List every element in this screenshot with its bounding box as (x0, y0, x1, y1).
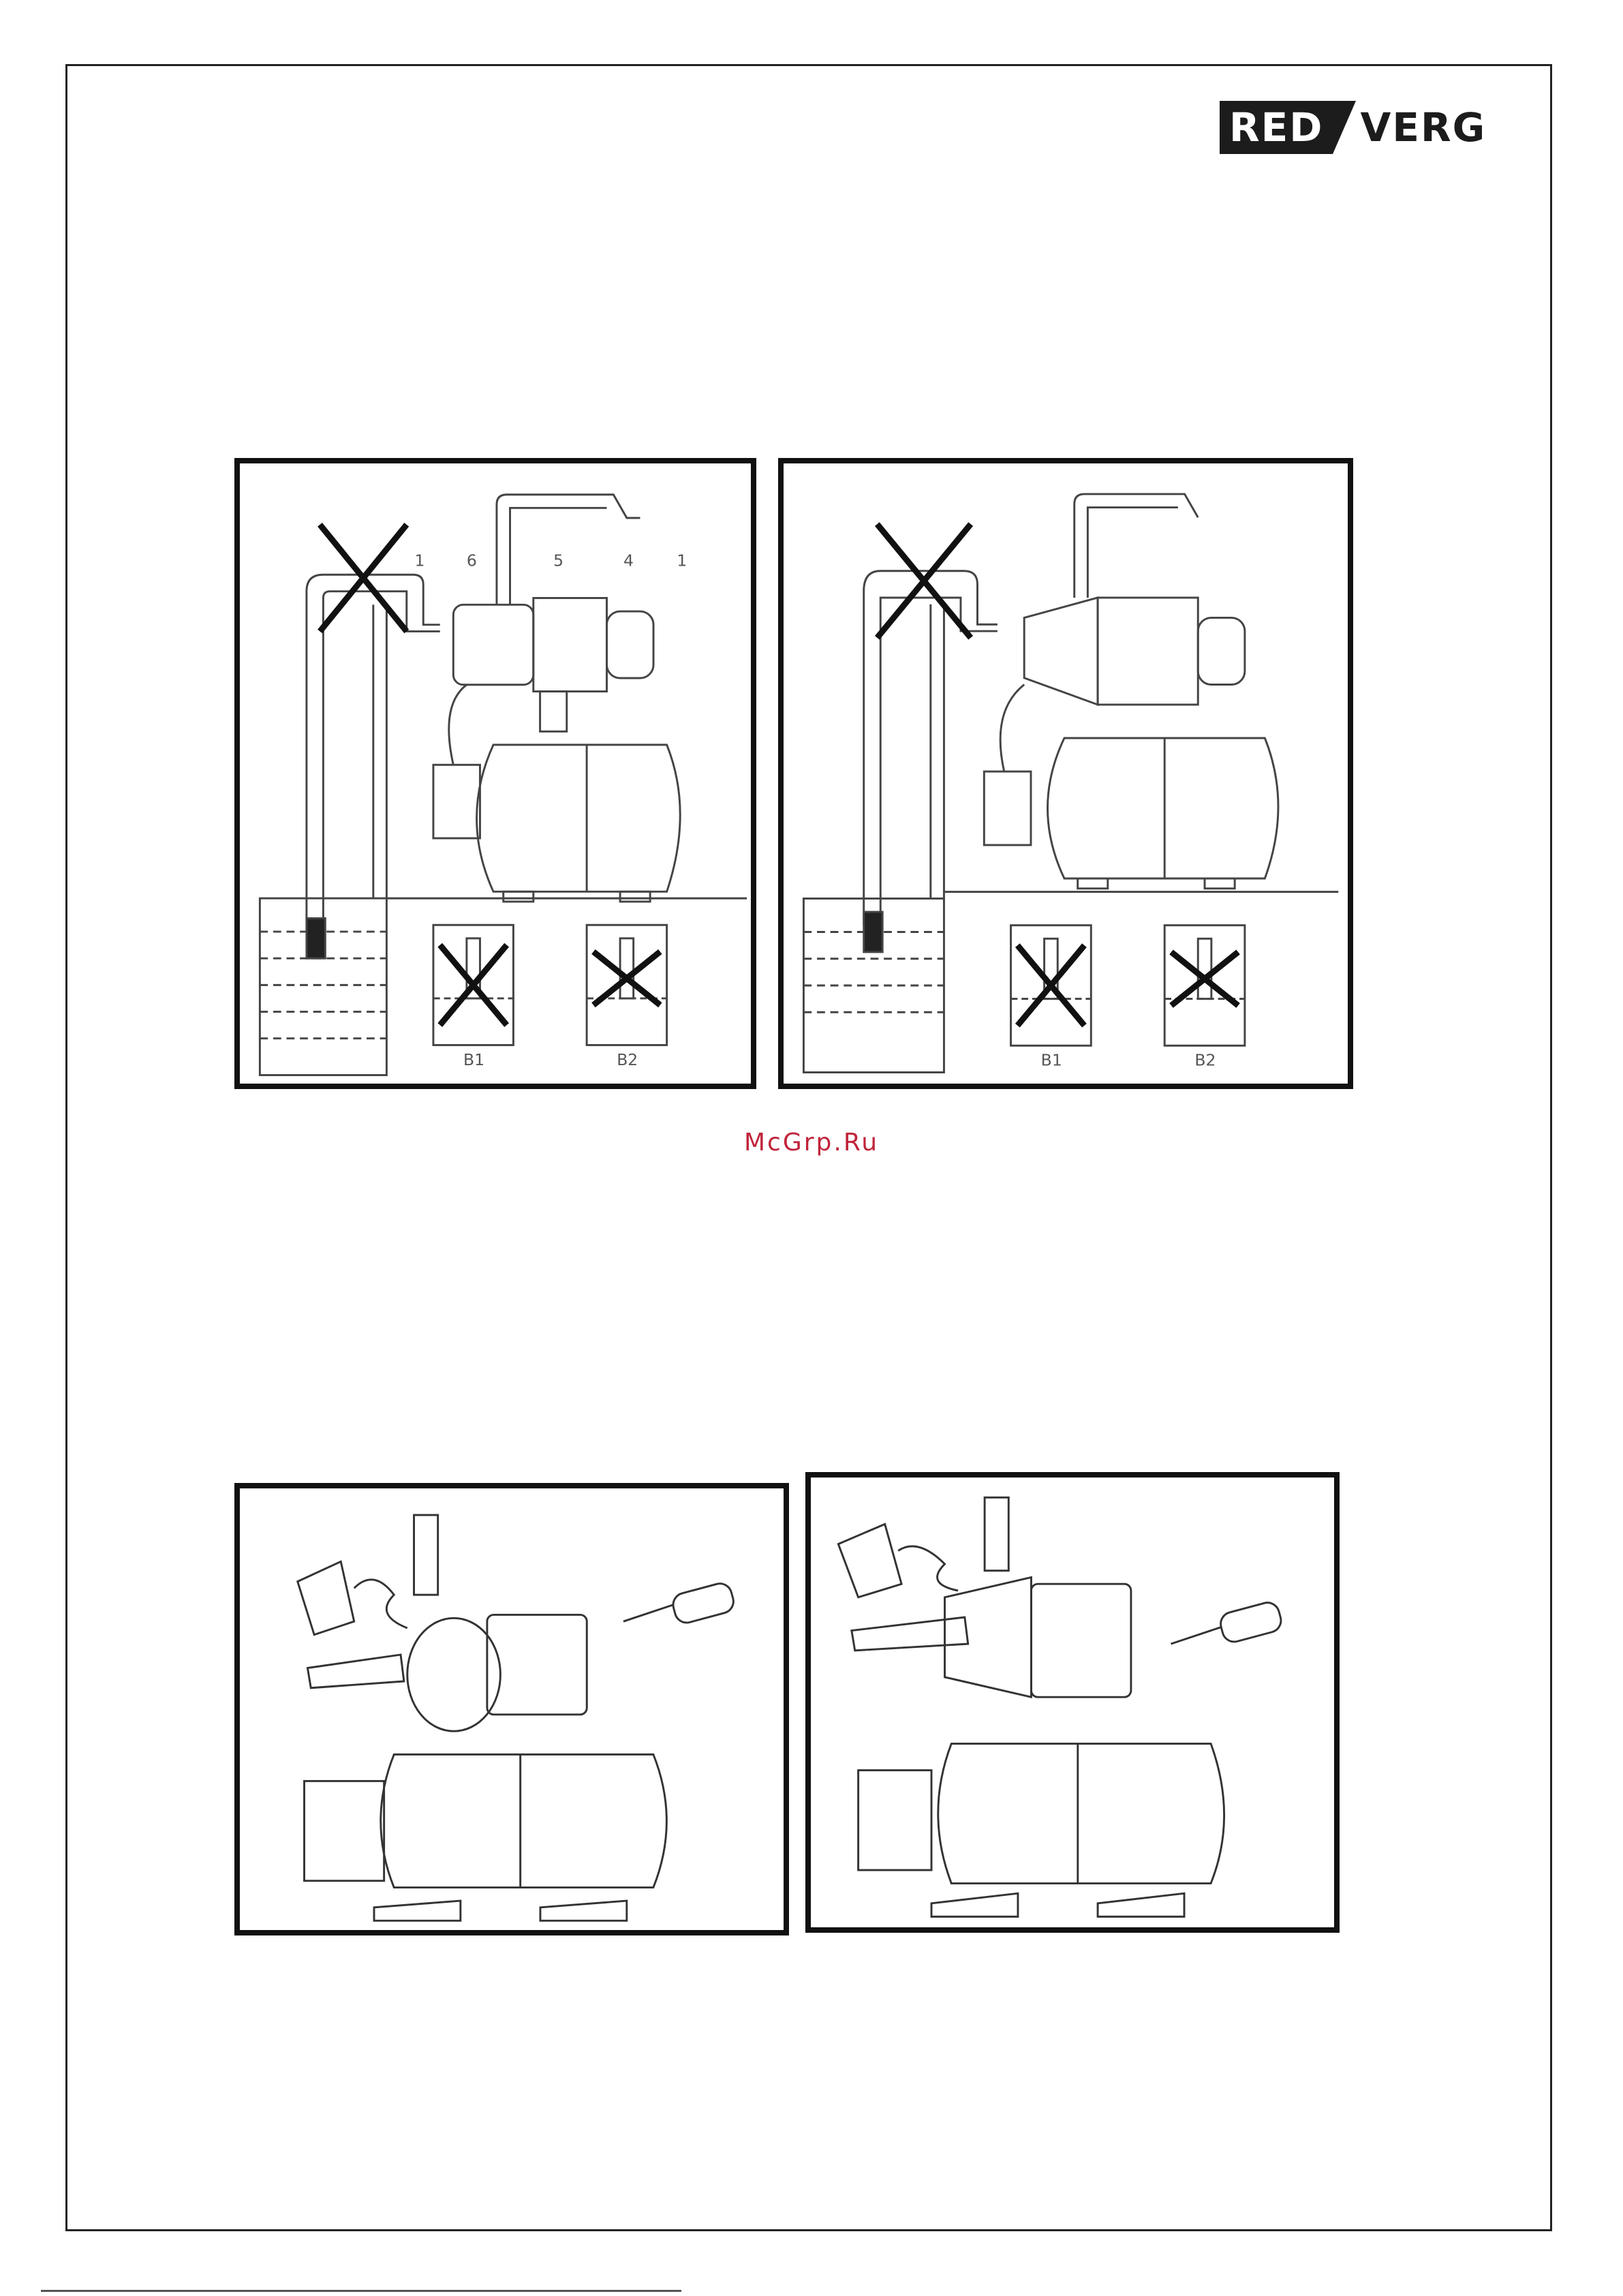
inset-b2 (1164, 925, 1245, 1046)
brand-logo: RED VERG (1220, 101, 1486, 154)
callout-1: 1 (415, 551, 425, 570)
logo-red-text: RED (1220, 101, 1333, 154)
pressure-switch (859, 1771, 931, 1870)
pump-motor (1098, 598, 1198, 705)
inset-label-b1: B1 (1041, 1051, 1062, 1070)
callout-1b: 1 (677, 551, 687, 570)
installation-drawing-2: B1 B2 (784, 463, 1348, 1084)
callout-6: 6 (467, 551, 477, 570)
pressure-tank (938, 1744, 1224, 1884)
logo-verg-text: VERG (1356, 101, 1486, 154)
pressure-tank (477, 745, 681, 891)
priming-drawing-2 (811, 1478, 1334, 1927)
priming-diagram-1 (234, 1483, 789, 1935)
screwdriver-handle (1218, 1600, 1284, 1644)
footer-rule (41, 2290, 681, 2292)
pump-motor (534, 598, 607, 691)
priming-diagram-2 (805, 1472, 1340, 1933)
inlet-hose (852, 1617, 968, 1651)
screwdriver-handle (670, 1581, 736, 1625)
installation-drawing-1: 1 6 5 4 1 B1 B2 (240, 463, 751, 1084)
pump-motor (1031, 1584, 1130, 1697)
discharge-pipe (497, 495, 640, 605)
inset-b2 (587, 925, 666, 1045)
pump-motor (487, 1614, 587, 1714)
pressure-tank (1048, 738, 1278, 878)
installation-diagram-1: 1 6 5 4 1 B1 B2 (234, 458, 756, 1089)
pressure-switch (433, 765, 480, 838)
vertical-pipe (985, 1497, 1008, 1570)
logo-slash (1333, 101, 1356, 154)
pressure-switch (984, 771, 1031, 845)
pump-body-conical (1024, 598, 1098, 705)
inlet-hose (307, 1655, 404, 1688)
priming-drawing-1 (240, 1488, 784, 1930)
watermark-text: McGrp.Ru (0, 1129, 1623, 1157)
water-jug (838, 1524, 901, 1597)
discharge-pipe (1075, 494, 1198, 598)
pressure-switch (305, 1781, 384, 1880)
inset-label-b2: B2 (1194, 1051, 1216, 1070)
pump-body (453, 604, 533, 684)
pump-body-conical (945, 1577, 1032, 1697)
callout-4: 4 (623, 551, 634, 570)
callout-5: 5 (553, 551, 563, 570)
inset-label-b1: B1 (463, 1050, 484, 1069)
installation-diagram-2: B1 B2 (778, 458, 1353, 1089)
vertical-pipe (414, 1515, 438, 1595)
water-jug (298, 1561, 354, 1634)
pressure-tank (381, 1754, 667, 1887)
screwdriver-shaft (1171, 1627, 1220, 1644)
inset-label-b2: B2 (617, 1050, 638, 1069)
screwdriver-shaft (623, 1605, 673, 1621)
